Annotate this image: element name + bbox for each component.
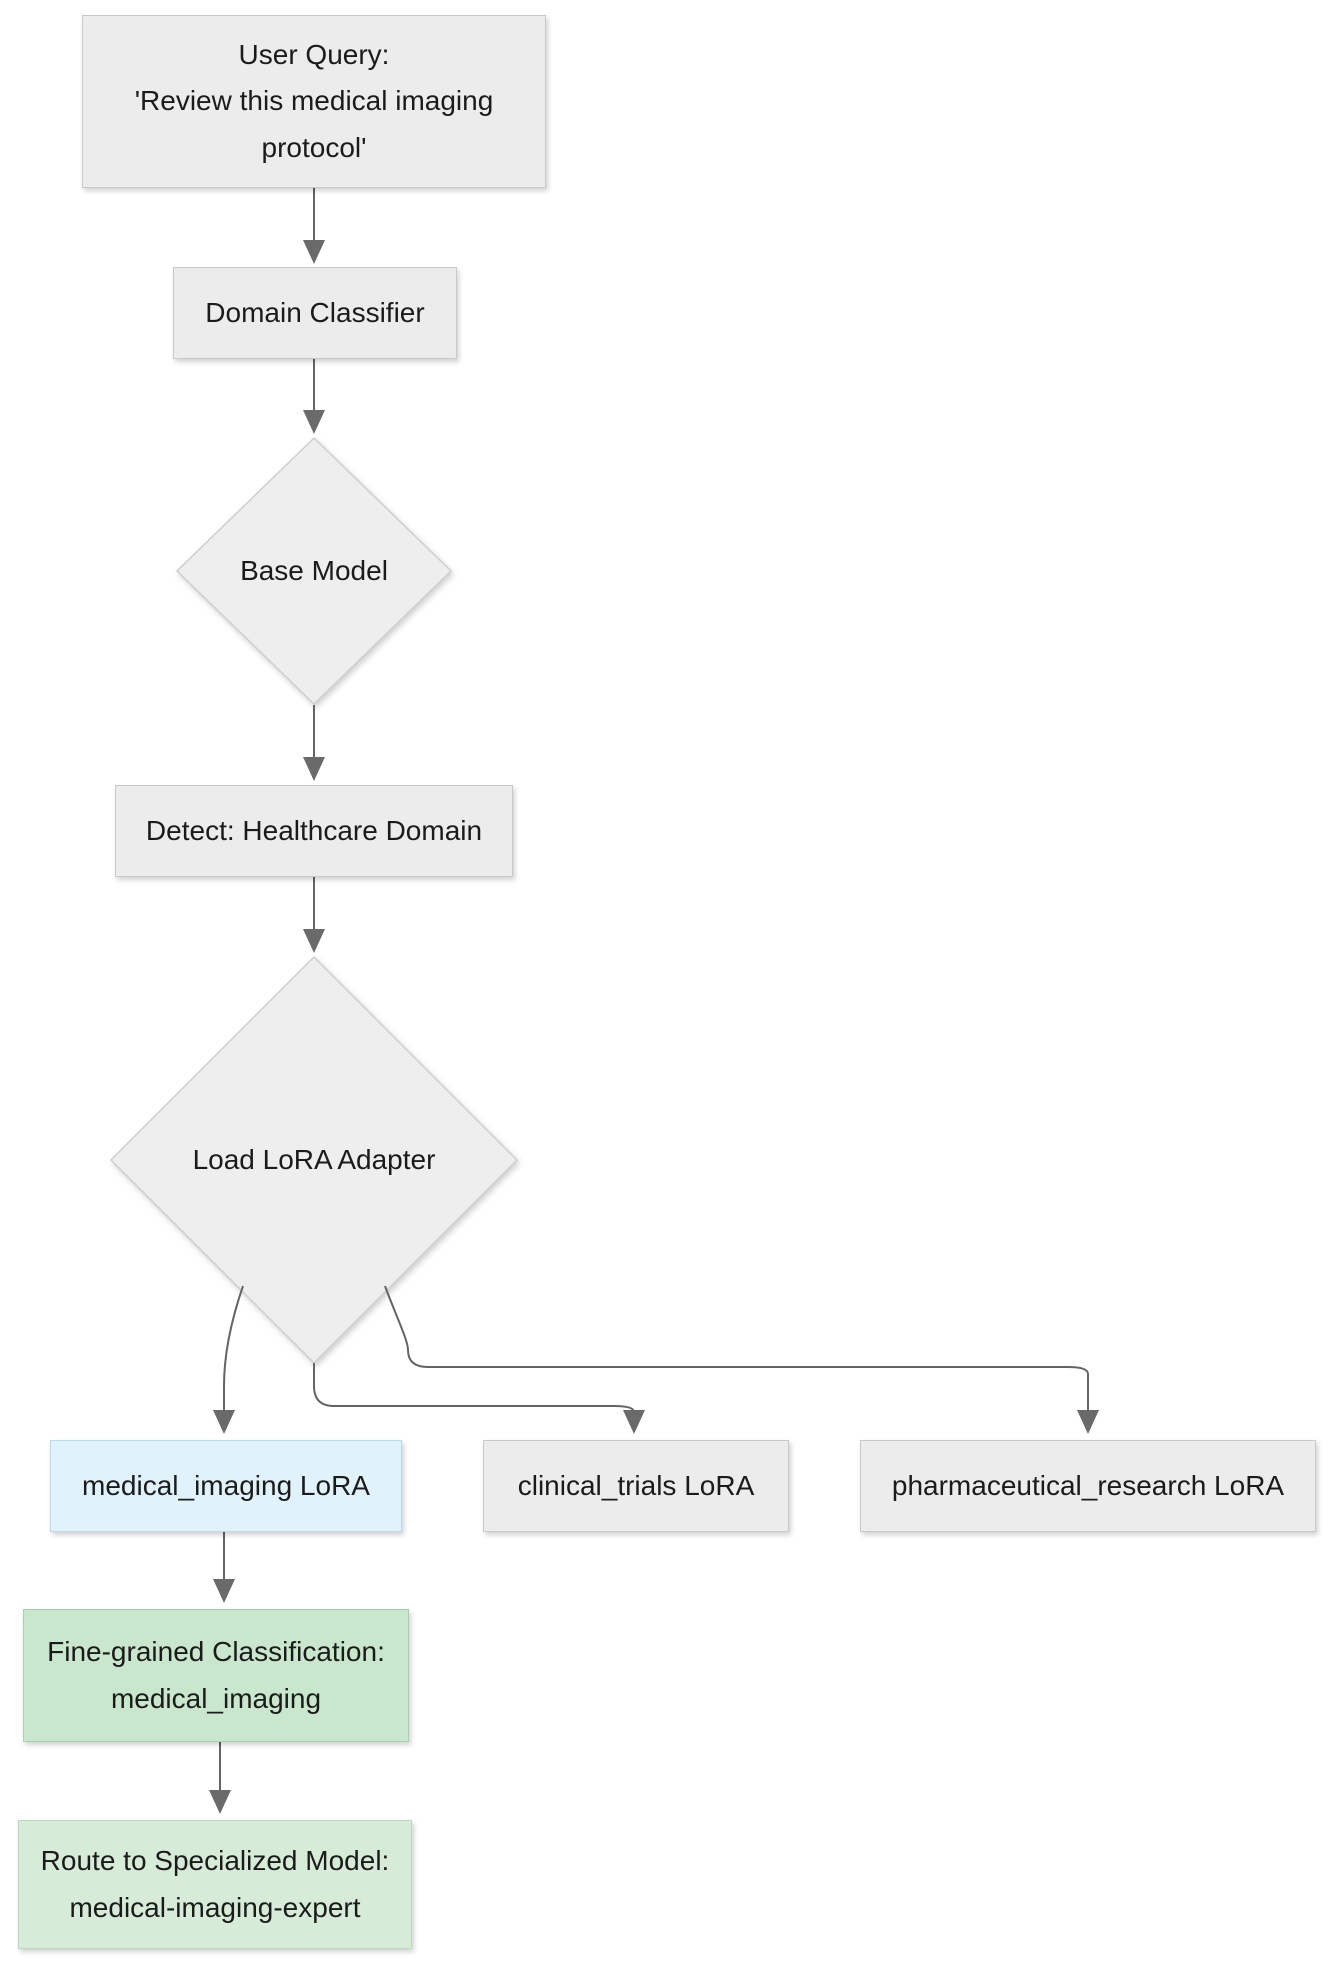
edge-detect-healthcare-to-load-lora bbox=[303, 877, 325, 953]
node-medical-imaging-lora: medical_imaging LoRA bbox=[50, 1440, 402, 1532]
node-user-query-line-3: protocol' bbox=[261, 131, 367, 163]
node-detect-healthcare: Detect: Healthcare Domain bbox=[115, 785, 513, 877]
node-user-query-line-1: User Query: bbox=[238, 39, 390, 71]
arrowhead-icon bbox=[213, 1579, 235, 1603]
node-clinical-trials-lora: clinical_trials LoRA bbox=[483, 1440, 789, 1532]
edge-fine-grained-to-route-model bbox=[209, 1742, 231, 1814]
edge-load-lora-to-clinical-trials bbox=[313, 1363, 645, 1434]
arrowhead-icon bbox=[303, 240, 325, 264]
arrowhead-icon bbox=[303, 929, 325, 953]
edge-base-model-to-detect-healthcare bbox=[303, 705, 325, 781]
arrowhead-icon bbox=[209, 1790, 231, 1814]
node-fine-grained-classification: Fine-grained Classification: medical_ima… bbox=[23, 1609, 409, 1742]
node-domain-classifier-label: Domain Classifier bbox=[205, 296, 425, 328]
node-route-model-line-2: medical-imaging-expert bbox=[69, 1891, 361, 1923]
node-pharmaceutical-research-lora: pharmaceutical_research LoRA bbox=[860, 1440, 1316, 1532]
arrowhead-icon bbox=[303, 757, 325, 781]
edge-user-query-to-domain-classifier bbox=[303, 188, 325, 264]
diamond-base-model bbox=[175, 436, 453, 706]
arrowhead-icon bbox=[623, 1410, 645, 1434]
arrowhead-icon bbox=[1077, 1410, 1099, 1434]
node-route-to-specialized-model: Route to Specialized Model: medical-imag… bbox=[18, 1820, 412, 1949]
diamond-load-lora-adapter bbox=[109, 955, 519, 1365]
edge-domain-classifier-to-base-model bbox=[303, 359, 325, 434]
node-pharmaceutical-research-lora-label: pharmaceutical_research LoRA bbox=[891, 1469, 1285, 1501]
node-detect-healthcare-label: Detect: Healthcare Domain bbox=[145, 814, 483, 846]
arrowhead-icon bbox=[213, 1410, 235, 1434]
node-fine-grained-line-1: Fine-grained Classification: bbox=[47, 1636, 385, 1668]
node-medical-imaging-lora-label: medical_imaging LoRA bbox=[82, 1469, 370, 1501]
edge-load-lora-to-medical-imaging bbox=[213, 1285, 244, 1434]
edge-load-lora-to-pharmaceutical-research bbox=[384, 1285, 1099, 1434]
node-domain-classifier: Domain Classifier bbox=[173, 267, 457, 359]
edge-medical-imaging-to-fine-grained bbox=[213, 1532, 235, 1603]
node-fine-grained-line-2: medical_imaging bbox=[110, 1682, 322, 1714]
node-route-model-line-1: Route to Specialized Model: bbox=[40, 1845, 390, 1877]
node-user-query-line-2: 'Review this medical imaging bbox=[134, 85, 494, 117]
node-user-query: User Query: 'Review this medical imaging… bbox=[82, 15, 546, 188]
node-clinical-trials-lora-label: clinical_trials LoRA bbox=[517, 1469, 755, 1501]
arrowhead-icon bbox=[303, 410, 325, 434]
